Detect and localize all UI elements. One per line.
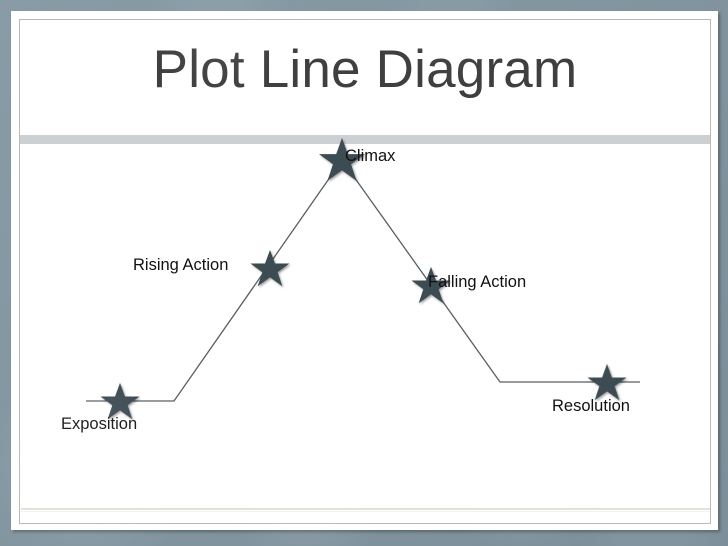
title-band: Plot Line Diagram	[20, 20, 710, 126]
page-title: Plot Line Diagram	[152, 40, 578, 99]
plot-line-path	[86, 158, 640, 402]
slide-content-area: Plot Line Diagram	[19, 19, 711, 524]
label-rising-action: Rising Action	[133, 256, 229, 274]
label-falling-action: Falling Action	[428, 273, 527, 291]
plot-line-diagram: Climax Rising Action Falling Action Expo…	[20, 126, 710, 506]
star-marker-rising-action[interactable]	[250, 249, 290, 287]
plot-line-chart	[86, 137, 640, 420]
label-climax: Climax	[345, 147, 396, 165]
label-exposition: Exposition	[61, 415, 138, 433]
label-resolution: Resolution	[552, 397, 630, 415]
slide-frame: Plot Line Diagram	[11, 11, 718, 530]
footer-rule	[21, 508, 710, 510]
divider-bar	[20, 135, 710, 144]
footer-rule-highlight	[21, 511, 710, 512]
